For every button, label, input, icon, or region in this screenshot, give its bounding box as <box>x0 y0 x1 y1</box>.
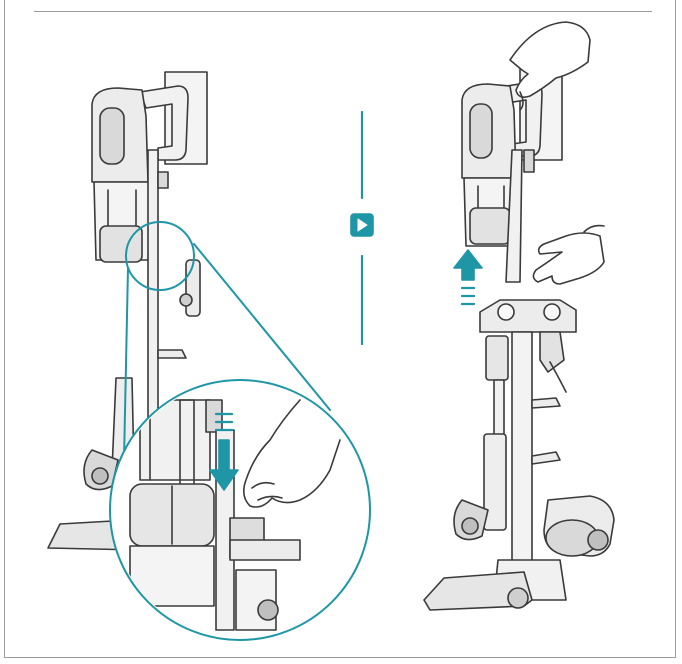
vacuum-display <box>99 107 125 165</box>
dock-hook-1 <box>157 349 187 359</box>
arrow-up-icon <box>453 249 483 281</box>
lift-up-lines <box>460 286 476 306</box>
arrow-down-icon <box>209 439 239 491</box>
lifting-hand <box>509 21 591 98</box>
pointing-hand <box>532 232 605 285</box>
bin-release-tab <box>99 225 143 263</box>
zoom-source-circle <box>125 221 195 291</box>
zoom-hand <box>242 399 341 508</box>
play-triangle-icon <box>357 218 368 232</box>
dock-post <box>511 331 533 581</box>
zoom-detail-content <box>129 399 341 631</box>
step-divider <box>350 110 374 346</box>
insert-down-arrow <box>214 412 234 432</box>
top-caption-rule <box>34 0 652 12</box>
right-vacuum-assembly <box>423 21 615 611</box>
dock-top <box>479 299 577 333</box>
right-floor-head <box>423 571 533 611</box>
